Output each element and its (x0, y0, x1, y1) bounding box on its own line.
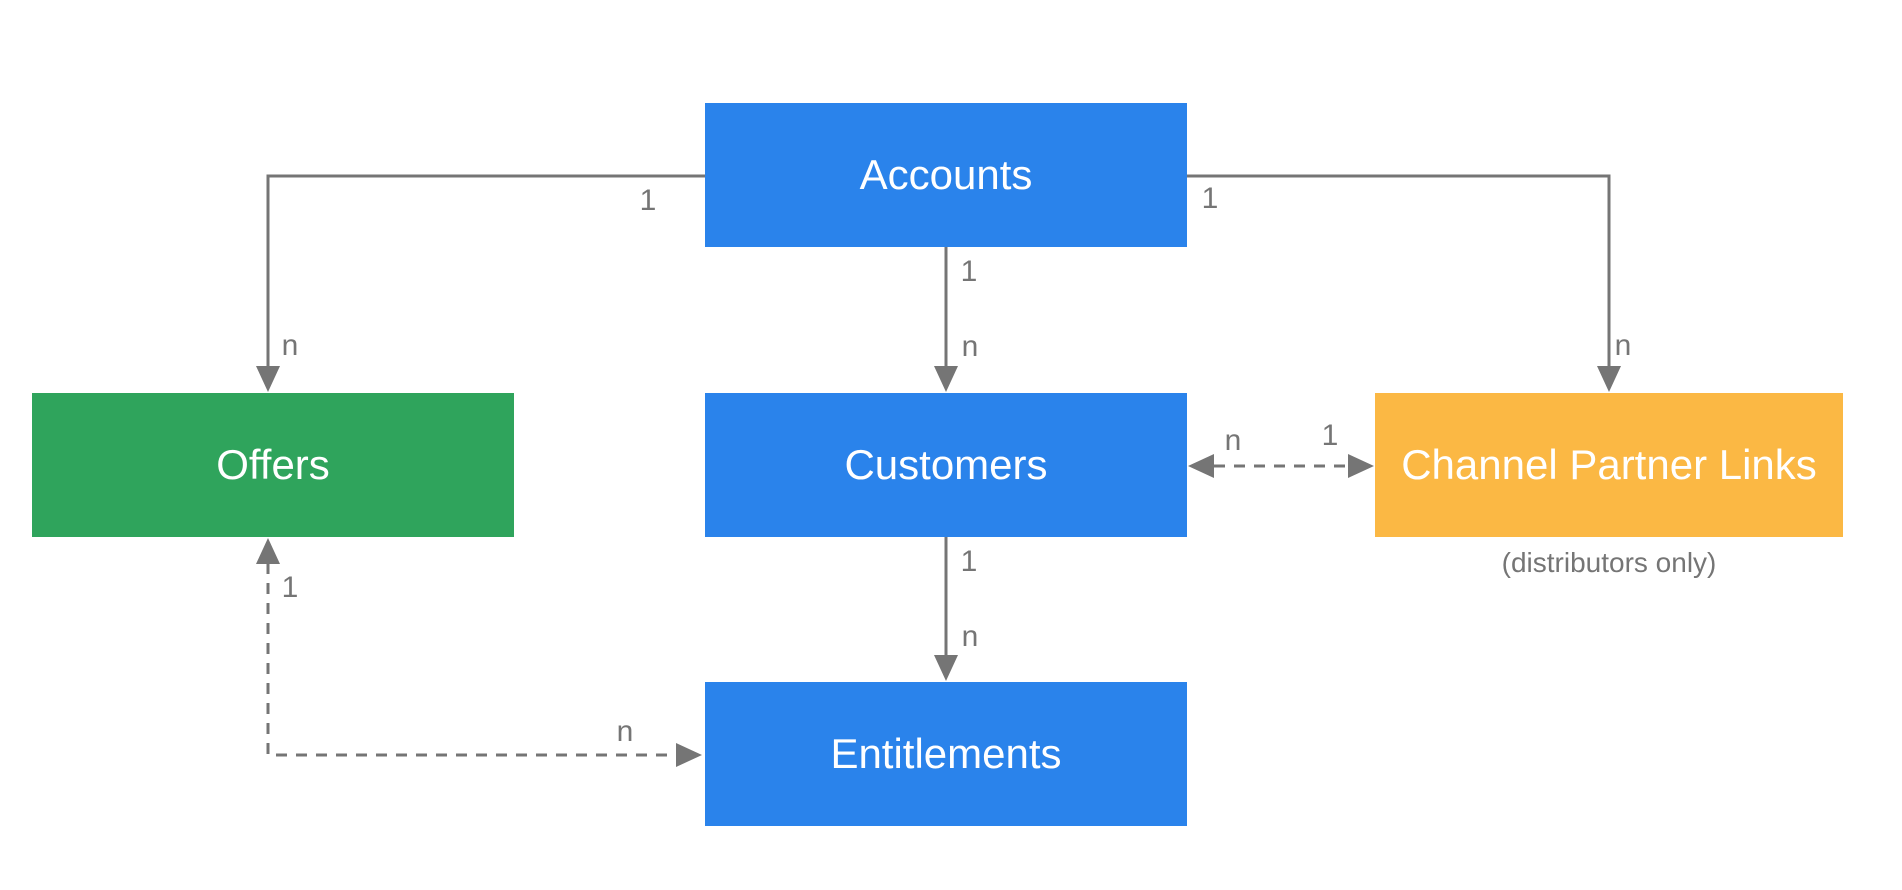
edge-label-accounts-customers-from: 1 (960, 255, 978, 288)
edge-label-accounts-channel-partner-links-from: 1 (1201, 182, 1219, 215)
node-accounts: Accounts (705, 103, 1187, 247)
arrowhead-down-icon (1597, 366, 1621, 392)
node-entitlements-label: Entitlements (830, 730, 1062, 777)
arrowhead-up-icon (256, 538, 280, 564)
node-channel-partner-links-note: (distributors only) (1501, 547, 1717, 578)
edge-label-accounts-customers-to: n (961, 330, 979, 363)
edge-accounts-channel-partner-links (1187, 174, 1611, 367)
node-accounts-label: Accounts (859, 151, 1033, 198)
arrowhead-down-icon (256, 366, 280, 392)
node-offers-label: Offers (216, 441, 330, 488)
edge-accounts-offers (266, 174, 705, 367)
node-customers: Customers (705, 393, 1187, 537)
node-offers: Offers (32, 393, 514, 537)
arrowhead-right-icon (676, 743, 702, 767)
arrowhead-down-icon (934, 655, 958, 681)
node-channel-partner-links: Channel Partner Links (1375, 393, 1843, 537)
edge-label-accounts-channel-partner-links-to: n (1614, 329, 1632, 362)
edge-offers-entitlements (266, 563, 676, 757)
edge-label-accounts-offers-from: 1 (639, 184, 657, 217)
edge-label-offers-entitlements-from: 1 (281, 571, 299, 604)
node-customers-label: Customers (844, 441, 1048, 488)
edge-label-customers-entitlements-from: 1 (960, 545, 978, 578)
arrowhead-right-icon (1348, 454, 1374, 478)
edge-label-offers-entitlements-to: n (616, 715, 634, 748)
edge-label-customers-channel-partner-links-from: n (1224, 424, 1242, 457)
edge-label-customers-channel-partner-links-to: 1 (1321, 419, 1339, 452)
node-channel-partner-links-label: Channel Partner Links (1401, 441, 1817, 488)
node-entitlements: Entitlements (705, 682, 1187, 826)
edge-label-accounts-offers-to: n (281, 329, 299, 362)
edge-label-customers-entitlements-to: n (961, 620, 979, 653)
arrowhead-left-icon (1188, 454, 1214, 478)
arrowhead-down-icon (934, 366, 958, 392)
